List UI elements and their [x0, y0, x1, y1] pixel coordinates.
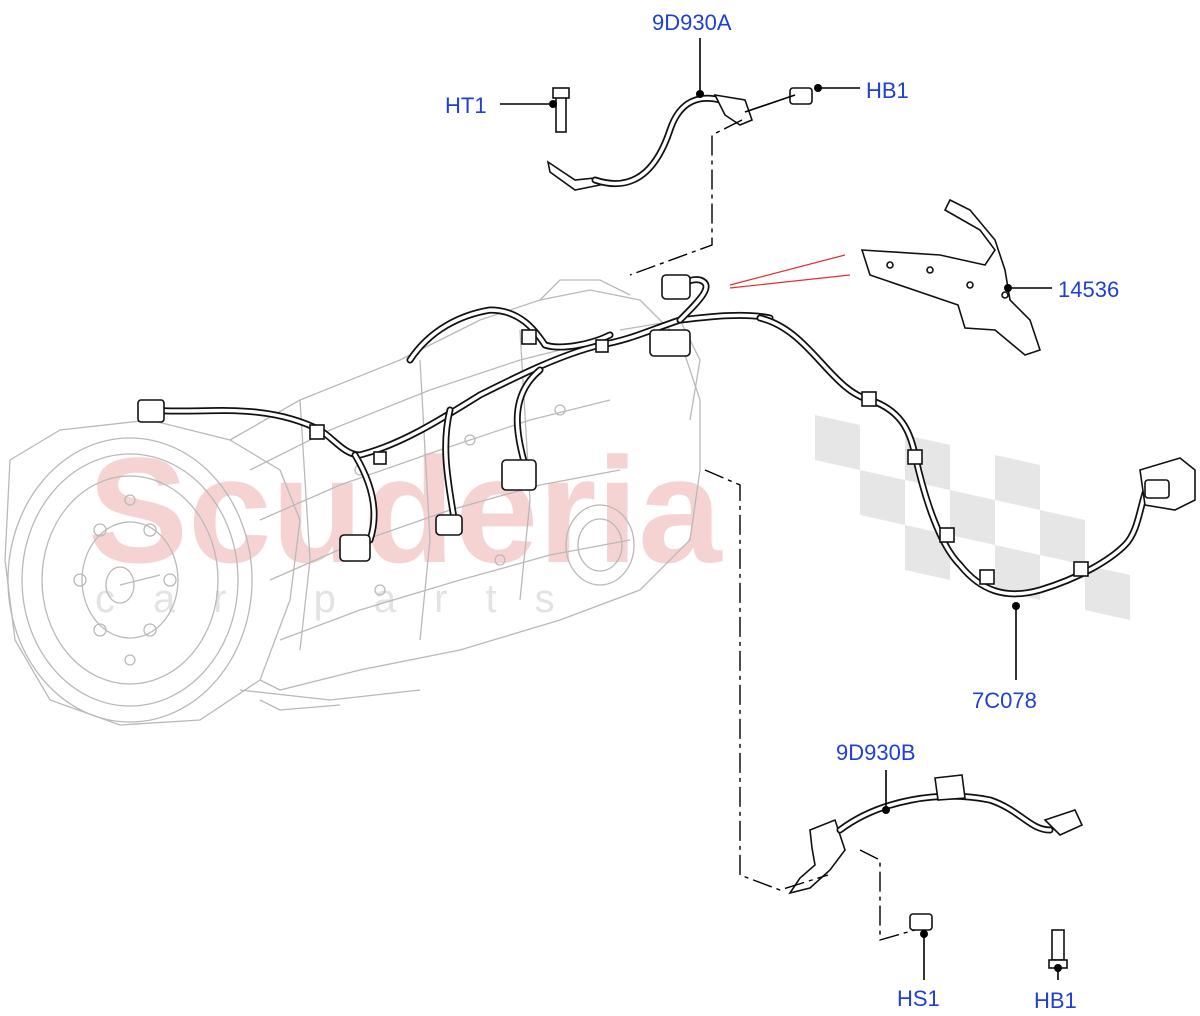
- label-14536: 14536: [1058, 277, 1119, 302]
- watermark-sub: car parts: [95, 577, 593, 621]
- callout-leaders: [500, 38, 1062, 980]
- label-7c078: 7C078: [972, 688, 1037, 713]
- strap-9d930a: [546, 87, 813, 191]
- transmission-harness: [137, 274, 774, 562]
- label-9d930b: 9D930B: [836, 740, 916, 765]
- harness-7c078: [756, 314, 1196, 598]
- label-ht1: HT1: [445, 93, 487, 118]
- transmission-outline: [4, 279, 701, 726]
- strap-9d930b: [788, 774, 1084, 969]
- bracket-14536: [729, 198, 1042, 356]
- label-9d930a: 9D930A: [652, 10, 732, 35]
- watermark: Scuderia car parts: [88, 415, 1130, 621]
- label-hb1-top: HB1: [866, 78, 909, 103]
- checker-pattern: [815, 415, 1130, 620]
- label-hb1-bottom: HB1: [1034, 988, 1077, 1013]
- callout-labels: 9D930A HT1 HB1 14536 7C078 9D930B HS1 HB…: [445, 10, 1119, 1013]
- assembly-lines: [629, 119, 916, 941]
- label-hs1: HS1: [897, 986, 940, 1011]
